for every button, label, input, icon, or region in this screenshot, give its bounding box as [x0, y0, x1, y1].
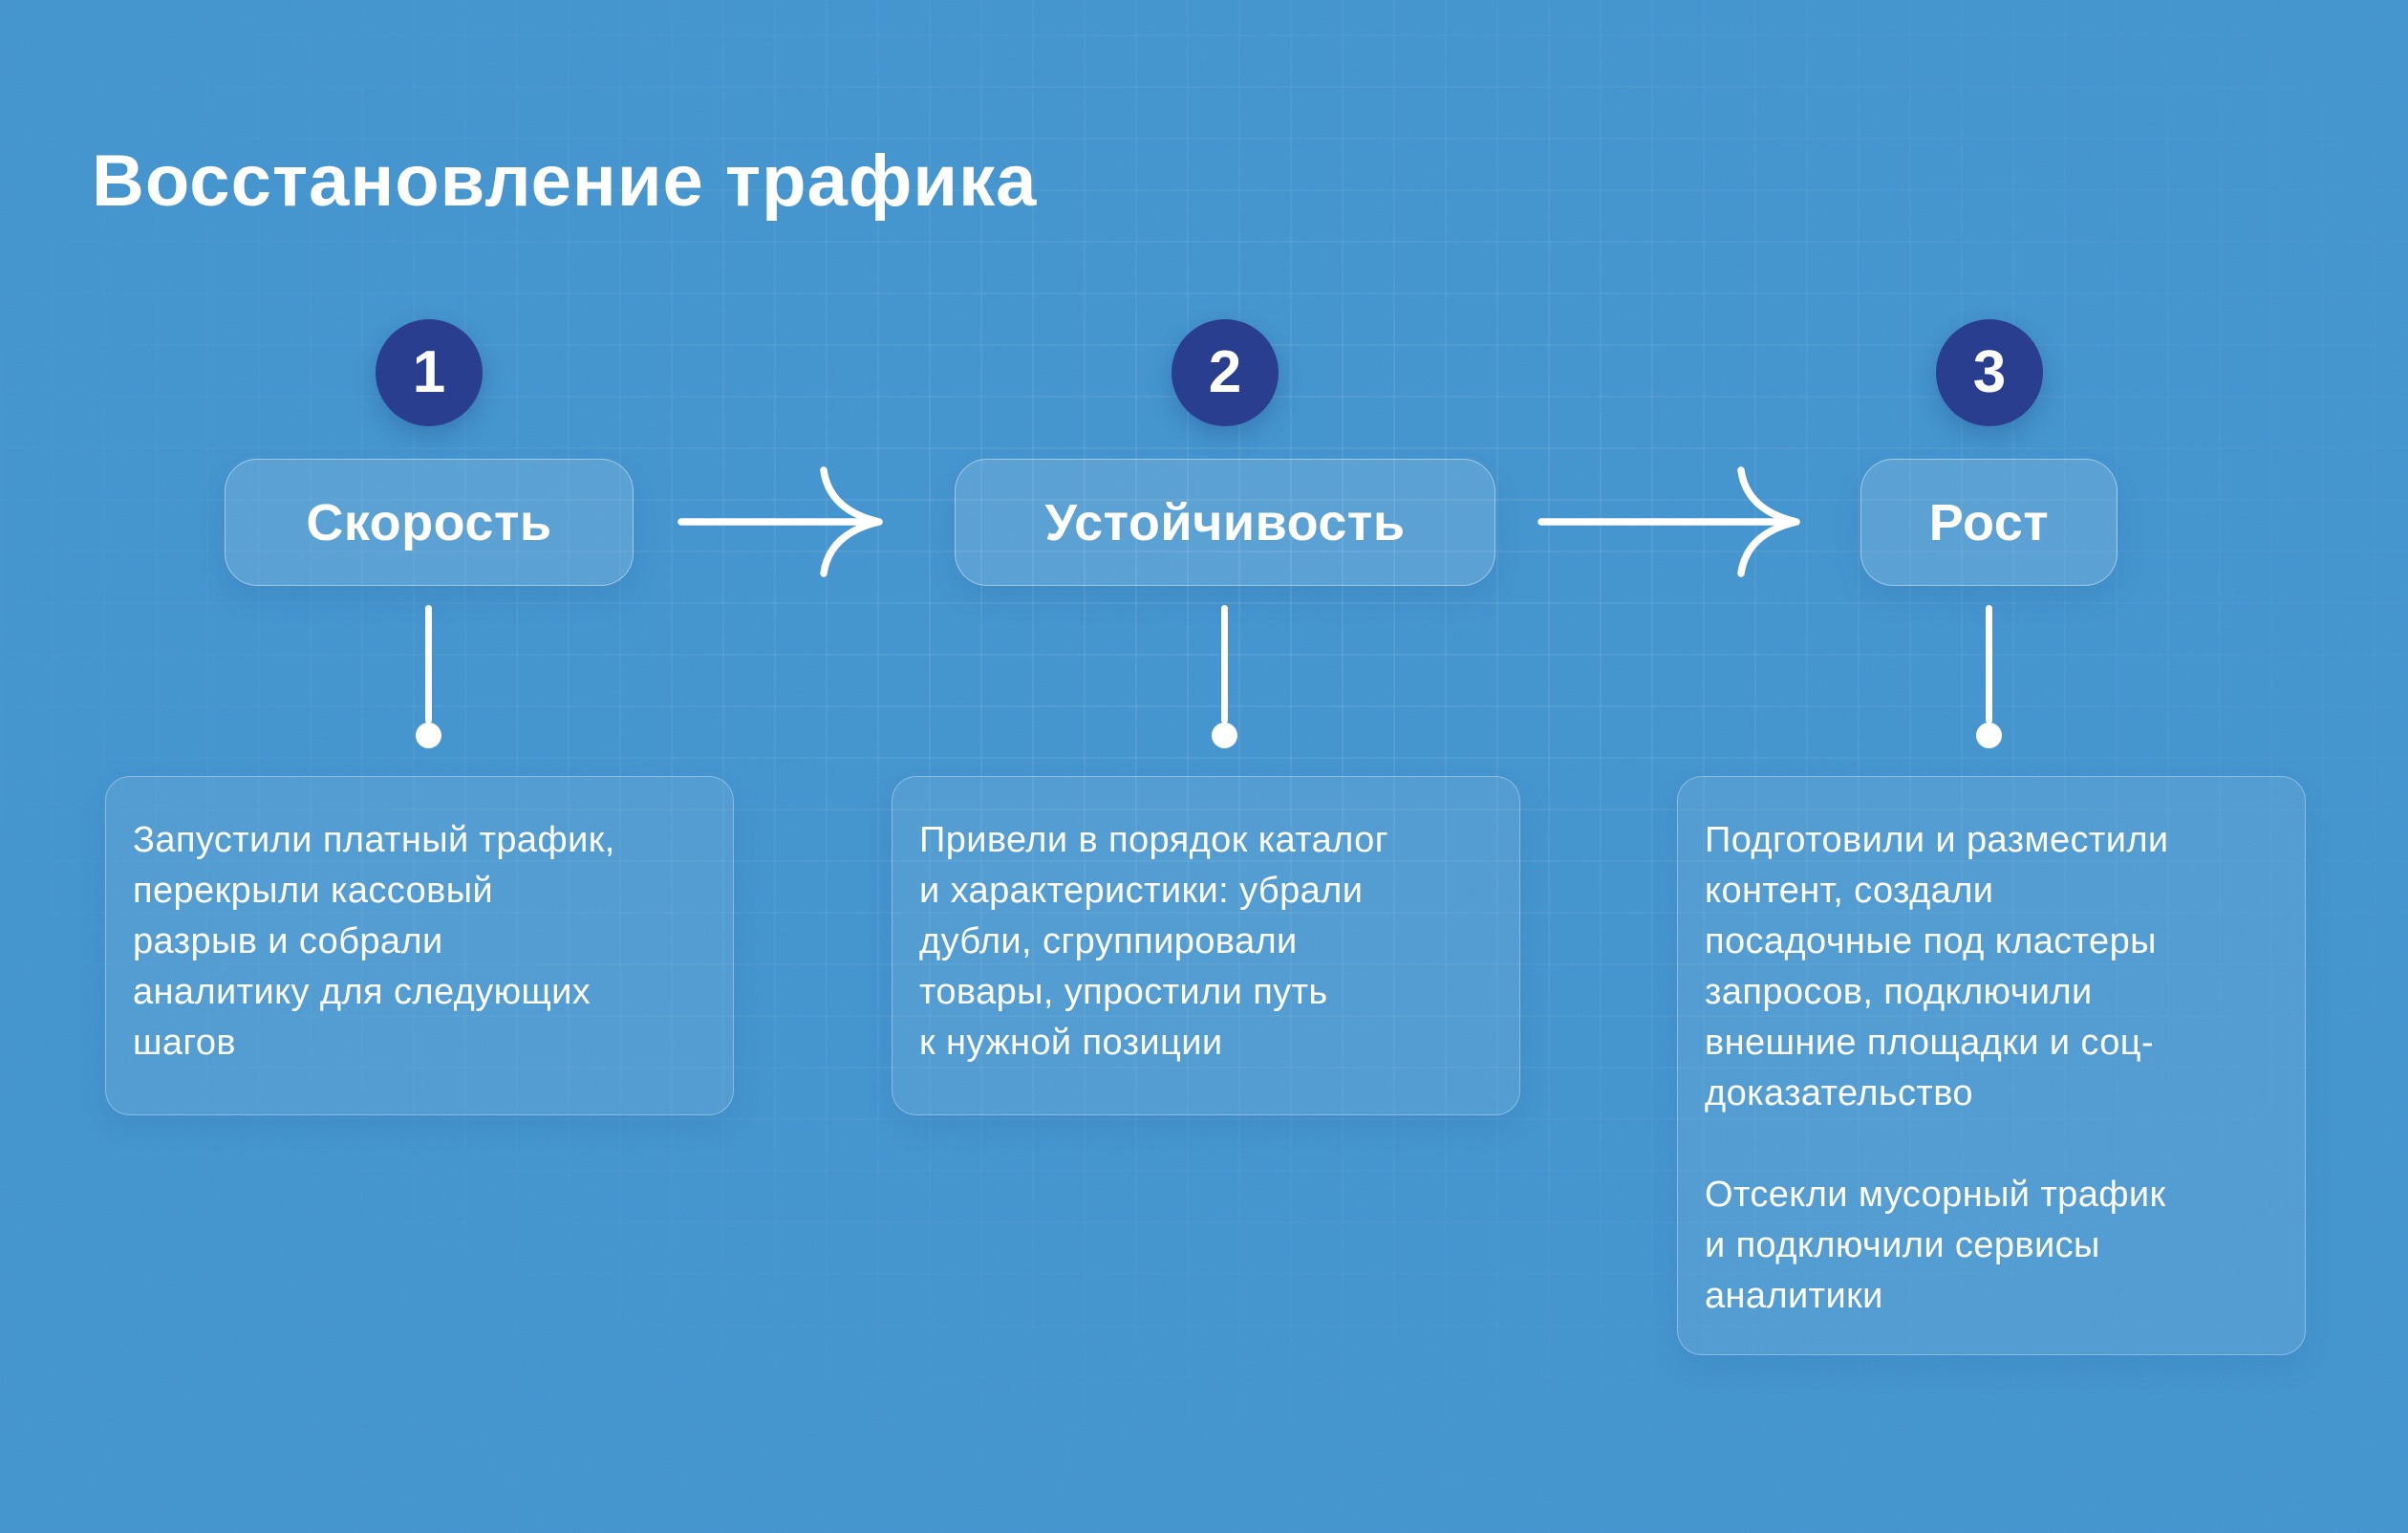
- step-1-connector-line: [425, 605, 432, 723]
- step-2-description-box: Привели в порядок каталог и характеристи…: [892, 776, 1520, 1115]
- step-2-number: 2: [1208, 339, 1242, 405]
- step-1-description-box: Запустили платный трафик, перекрыли касс…: [105, 776, 734, 1115]
- flow-arrow-icon: [1537, 466, 1800, 577]
- page-title: Восстановление трафика: [92, 140, 1038, 222]
- step-2-connector-line: [1221, 605, 1228, 723]
- step-3-label-box: Рост: [1860, 459, 2118, 586]
- step-2-description: Привели в порядок каталог и характеристи…: [919, 820, 1388, 1063]
- step-3-connector-dot: [1976, 723, 2002, 748]
- step-1-label-box: Скорость: [225, 459, 634, 586]
- step-2-number-badge: 2: [1172, 319, 1279, 426]
- step-1-number-badge: 1: [376, 319, 483, 426]
- flow-arrow-icon: [677, 466, 883, 577]
- step-2-connector-dot: [1212, 723, 1237, 748]
- step-1-number: 1: [412, 339, 446, 405]
- step-1-description: Запустили платный трафик, перекрыли касс…: [133, 820, 615, 1063]
- step-1-connector-dot: [416, 723, 441, 748]
- step-2-label-box: Устойчивость: [955, 459, 1495, 586]
- step-3-description-box: Подготовили и разместили контент, создал…: [1677, 776, 2306, 1355]
- step-1-label: Скорость: [306, 493, 552, 551]
- step-3-description: Подготовили и разместили контент, создал…: [1705, 820, 2169, 1316]
- step-2-label: Устойчивость: [1044, 493, 1406, 551]
- step-3-number-badge: 3: [1936, 319, 2043, 426]
- step-3-label: Рост: [1928, 493, 2050, 551]
- step-3-number: 3: [1972, 339, 2007, 405]
- step-3-connector-line: [1986, 605, 1992, 723]
